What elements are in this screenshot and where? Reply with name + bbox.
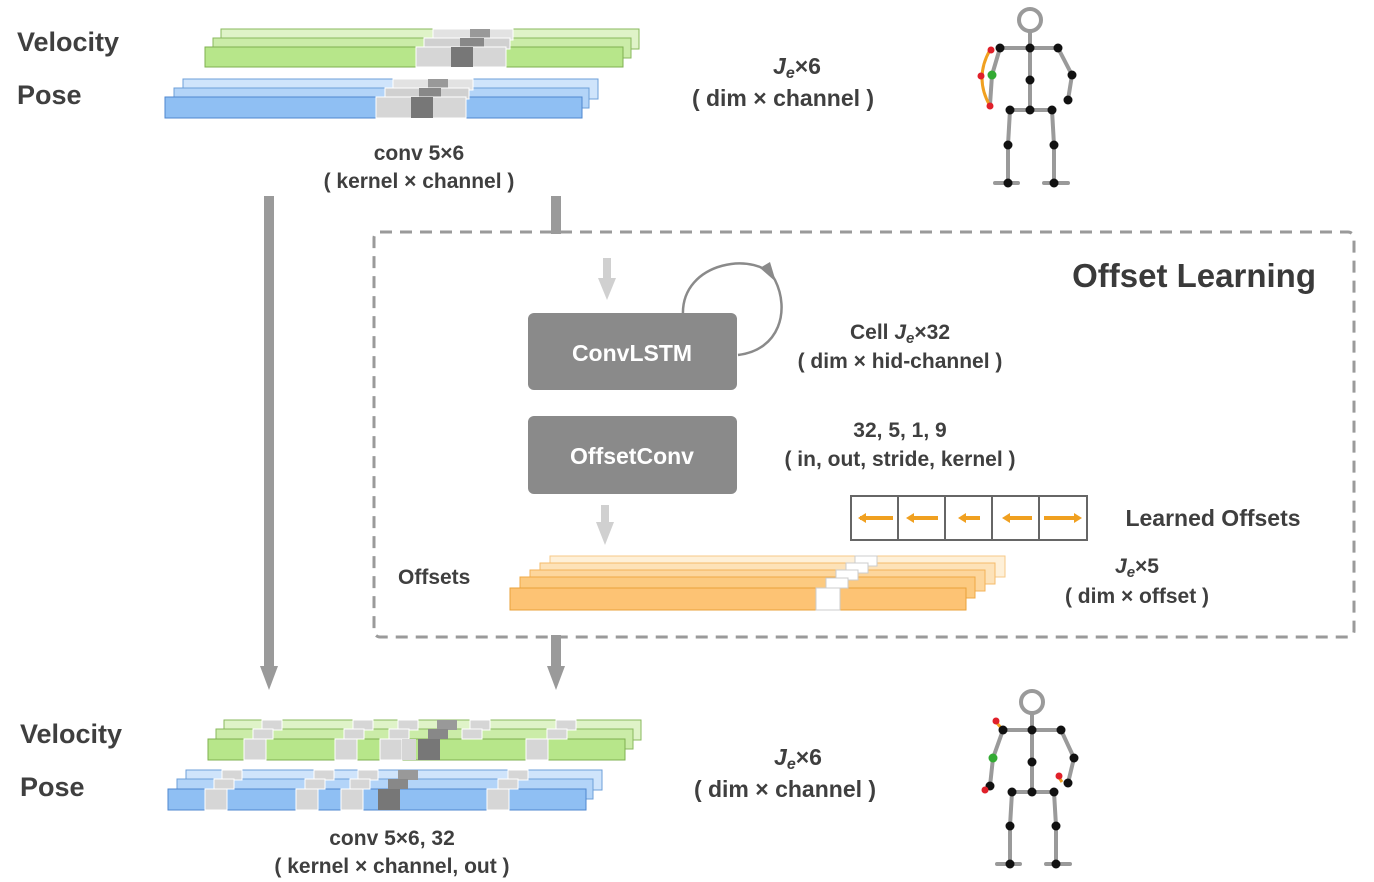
convlstm-input-arrow <box>598 258 616 300</box>
top-skeleton-figure <box>977 7 1077 188</box>
offsets-input-arrow <box>596 505 614 545</box>
offsetconv-params: 32, 5, 1, 9 <box>853 419 946 442</box>
bottom-dims-desc: ( dim × channel ) <box>694 776 876 802</box>
bottom-dims-label: Je×6 <box>774 744 822 773</box>
bottom-velocity-label: Velocity <box>20 719 122 749</box>
bottom-conv-desc: ( kernel × channel, out ) <box>274 855 509 878</box>
bottom-pose-tensor <box>167 769 603 811</box>
offsets-label: Offsets <box>398 566 470 589</box>
cell-dims-desc: ( dim × hid-channel ) <box>798 350 1003 373</box>
learned-offsets-strip <box>850 495 1088 541</box>
top-conv-desc: ( kernel × channel ) <box>324 170 515 193</box>
top-pose-tensor <box>164 78 599 119</box>
top-pose-label: Pose <box>17 80 82 110</box>
bottom-skeleton-figure <box>981 689 1079 869</box>
offsets-tensor <box>509 555 1006 611</box>
top-velocity-tensor <box>204 28 640 68</box>
offset-learning-title: Offset Learning <box>1072 257 1316 294</box>
convlstm-block: ConvLSTM <box>528 313 737 390</box>
bottom-pose-label: Pose <box>20 772 85 802</box>
offsetconv-block: OffsetConv <box>528 416 737 494</box>
offsetconv-desc: ( in, out, stride, kernel ) <box>784 448 1015 471</box>
learned-offsets-label: Learned Offsets <box>1125 505 1300 531</box>
bottom-conv-label: conv 5×6, 32 <box>329 827 455 850</box>
recurrent-loop-arrowhead <box>760 262 776 282</box>
top-dims-desc: ( dim × channel ) <box>692 85 874 111</box>
top-conv-label: conv 5×6 <box>374 142 464 165</box>
offsets-dims-label: Je×5 <box>1115 555 1159 581</box>
top-dims-label: Je×6 <box>773 53 821 82</box>
offset-output-arrow <box>547 635 565 690</box>
cell-dims-label: Cell Je×32 <box>850 321 950 347</box>
offsetconv-label: OffsetConv <box>570 443 694 469</box>
skip-connection-arrow <box>260 196 278 690</box>
offset-learning-panel <box>372 230 1356 639</box>
offset-arrow-icon <box>858 513 1082 523</box>
top-velocity-label: Velocity <box>17 27 119 57</box>
bottom-velocity-tensor <box>207 719 642 761</box>
convlstm-label: ConvLSTM <box>572 340 692 366</box>
offset-input-connector <box>551 196 561 234</box>
offsets-dims-desc: ( dim × offset ) <box>1065 585 1209 608</box>
